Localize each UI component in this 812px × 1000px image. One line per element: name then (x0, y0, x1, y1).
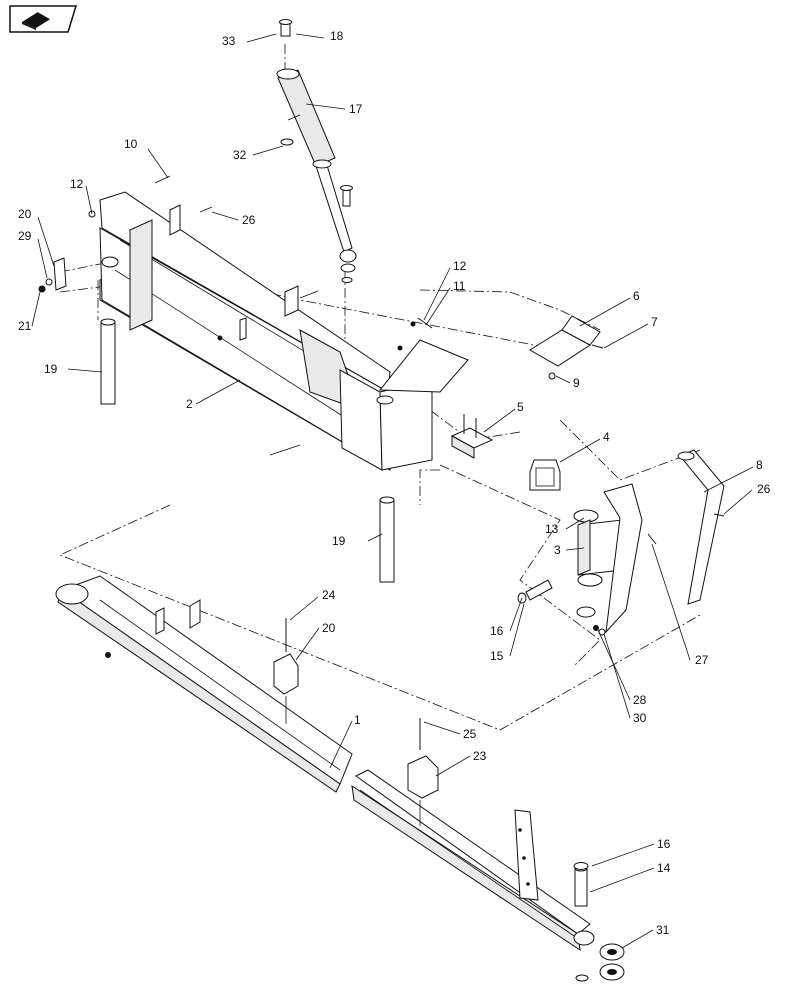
callout-5: 5 (517, 400, 524, 414)
part-20-bracket-center (273, 618, 299, 724)
callout-7: 8 (756, 458, 763, 472)
part-left-nut (105, 652, 111, 658)
callout-23: 23 (473, 749, 487, 763)
callout-22: 26 (242, 213, 256, 227)
callout-20-center: 20 (322, 621, 336, 635)
part-19-post-lower (379, 496, 395, 583)
callout-27: 27 (695, 653, 709, 667)
part-1-boom-left (55, 575, 353, 793)
part-9-nut (548, 372, 556, 380)
callout-30: 30 (633, 711, 647, 725)
callout-12-right: 12 (453, 259, 467, 273)
part-6-bracket (529, 315, 601, 367)
callout-14: 14 (657, 861, 671, 875)
callout-13: 13 (545, 522, 559, 536)
callout-11: 11 (453, 279, 466, 293)
leader-lines (31, 33, 754, 949)
part-3-swivel-block (573, 509, 623, 618)
callout-10: 10 (124, 137, 138, 151)
callout-labels: 33 18 17 32 10 12 26 20 29 21 19 2 12 11… (18, 29, 771, 937)
nav-badge[interactable] (9, 5, 78, 33)
callout-18: 18 (330, 29, 344, 43)
part-17-hydraulic-cylinder (276, 68, 357, 273)
part-31-bushings (575, 943, 625, 982)
part-21-nut (38, 285, 46, 293)
callout-21: 21 (18, 319, 32, 333)
part-5-block (450, 414, 494, 459)
part-4-u-bolt (529, 459, 561, 491)
part-20-clip-left (53, 257, 67, 291)
callout-12-left: 12 (70, 177, 84, 191)
part-16-cap-bottom (573, 862, 589, 870)
part-7-bracket (603, 449, 725, 634)
part-8-bolt (591, 344, 604, 349)
part-18-pin (279, 19, 292, 37)
part-27-bolt (647, 533, 657, 545)
part-cylinder-washer (341, 277, 353, 283)
part-11-bolt (410, 317, 433, 329)
callout-2: 2 (186, 397, 193, 411)
callout-19-lower: 19 (332, 534, 346, 548)
callout-20-left: 20 (18, 207, 32, 221)
callout-4: 4 (603, 430, 610, 444)
callout-26: 26 (757, 482, 771, 496)
callout-29: 29 (18, 229, 32, 243)
part-cylinder-pin (340, 185, 353, 207)
callout-15: 15 (490, 649, 504, 663)
callout-24: 24 (322, 588, 336, 602)
part-23-bracket-right (407, 718, 439, 826)
callout-17: 17 (349, 102, 363, 116)
callout-6: 6 (633, 289, 640, 303)
book-page-arrow-icon (22, 11, 53, 30)
part-16-pin-right (517, 579, 553, 604)
callout-1: 1 (354, 713, 361, 727)
part-1-boom-right (351, 769, 595, 952)
callout-8: 7 (651, 315, 658, 329)
callout-33: 33 (222, 34, 236, 48)
callout-3: 3 (554, 543, 561, 557)
part-2-main-frame (88, 175, 469, 471)
part-14-pin (574, 864, 588, 907)
callout-16-bottom: 16 (657, 837, 671, 851)
callout-32: 32 (233, 148, 247, 162)
part-28-nut (593, 625, 599, 631)
callout-16-right: 16 (490, 624, 504, 638)
callout-25: 25 (463, 727, 477, 741)
callout-9: 9 (573, 376, 580, 390)
part-29-washer (45, 278, 53, 286)
callout-31: 31 (656, 923, 670, 937)
part-32-washer (280, 138, 294, 146)
part-19-post-upper (100, 318, 116, 405)
callout-28: 28 (633, 693, 647, 707)
callout-19-upper: 19 (44, 362, 58, 376)
part-26-bolt (713, 513, 725, 517)
